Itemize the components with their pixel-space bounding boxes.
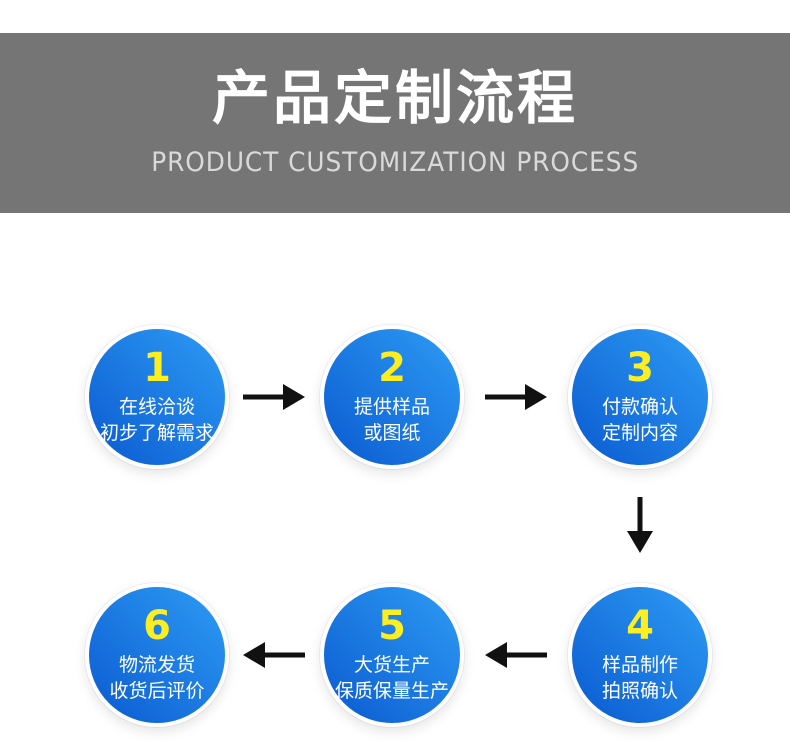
step-circle-3: 3 付款确认 定制内容 [568, 325, 712, 469]
step-number: 1 [143, 345, 171, 392]
step-label-line1: 在线洽谈 [118, 396, 195, 419]
step-label-line2: 初步了解需求 [99, 421, 214, 444]
step-number: 2 [378, 345, 406, 392]
step-circle-6: 6 物流发货 收货后评价 [85, 583, 229, 727]
step-number: 4 [626, 603, 654, 650]
step-label-line2: 保质保量生产 [334, 679, 449, 702]
arrow-right-icon [243, 384, 305, 410]
step-label-line1: 大货生产 [353, 654, 430, 677]
step-label-line2: 定制内容 [601, 421, 678, 444]
step-number: 6 [143, 603, 171, 650]
step-number: 3 [626, 345, 654, 392]
step-circle-2: 2 提供样品 或图纸 [320, 325, 464, 469]
step-circle-1: 1 在线洽谈 初步了解需求 [85, 325, 229, 469]
step-label-line2: 拍照确认 [601, 679, 678, 702]
header-banner: 产品定制流程 PRODUCT CUSTOMIZATION PROCESS [0, 33, 790, 213]
arrow-left-icon [485, 642, 547, 668]
step-label-line1: 提供样品 [353, 396, 430, 419]
arrow-down-icon [627, 497, 653, 553]
step-circle-4: 4 样品制作 拍照确认 [568, 583, 712, 727]
step-label-line1: 付款确认 [601, 396, 678, 419]
step-label-line1: 样品制作 [601, 654, 678, 677]
arrow-right-icon [485, 384, 547, 410]
step-label-line1: 物流发货 [118, 654, 195, 677]
step-label-line2: 或图纸 [363, 421, 421, 444]
step-label-line2: 收货后评价 [109, 679, 205, 702]
page-subtitle: PRODUCT CUSTOMIZATION PROCESS [151, 146, 639, 178]
step-number: 5 [378, 603, 406, 650]
page-title: 产品定制流程 [211, 64, 578, 132]
arrow-left-icon [243, 642, 305, 668]
step-circle-5: 5 大货生产 保质保量生产 [320, 583, 464, 727]
